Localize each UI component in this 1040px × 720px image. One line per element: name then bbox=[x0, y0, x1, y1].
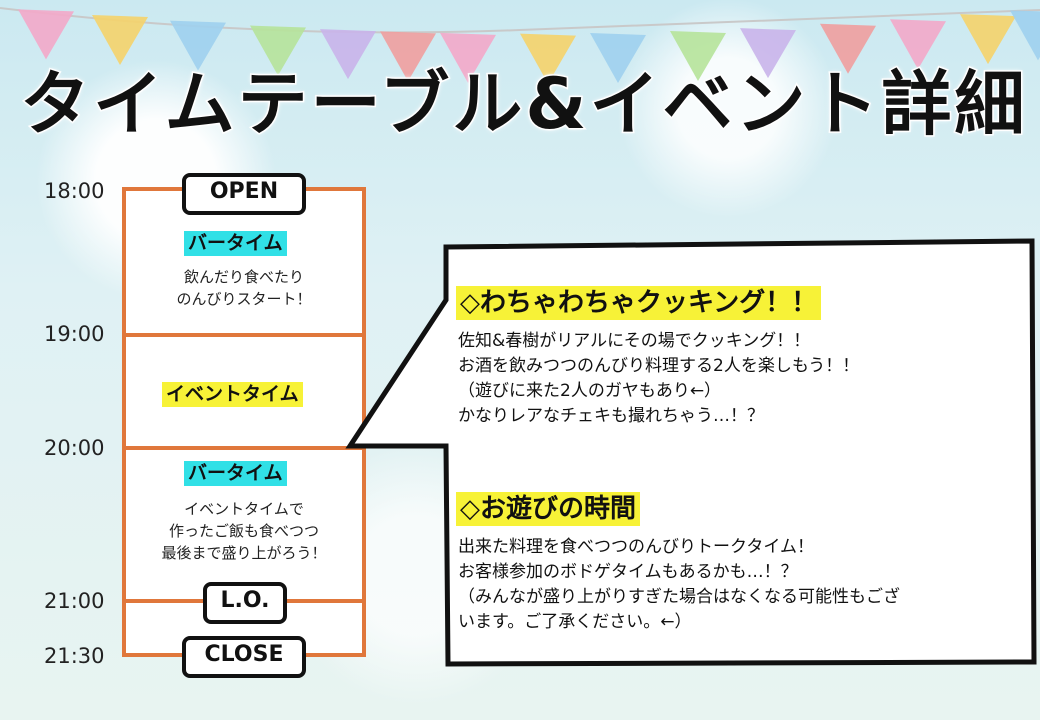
event-line: お客様参加のボドゲタイムもあるかも…！？ bbox=[458, 562, 798, 582]
bunting-flag bbox=[1010, 10, 1040, 61]
time-label-2000: 20:00 bbox=[44, 436, 105, 460]
event-line: 佐知&春樹がリアルにその場でクッキング！！ bbox=[458, 331, 811, 351]
desc-line: 飲んだり食べたり bbox=[183, 268, 304, 286]
time-label-2100: 21:00 bbox=[44, 589, 105, 613]
bunting-flag bbox=[960, 14, 1016, 65]
bar-time-label-1: バータイム bbox=[184, 231, 287, 256]
close-tag: CLOSE bbox=[182, 636, 306, 678]
bunting-flag bbox=[250, 25, 306, 76]
bunting-flag bbox=[170, 20, 226, 71]
timetable-divider-1900 bbox=[122, 333, 366, 337]
page-title: タイムテーブル&イベント詳細 bbox=[19, 62, 1028, 147]
bunting-flag bbox=[520, 33, 576, 84]
event-line: （みんなが盛り上がりすぎた場合はなくなる可能性もござ bbox=[458, 587, 900, 607]
bunting-flag bbox=[440, 32, 496, 83]
event-line: お酒を飲みつつのんびり料理する2人を楽しもう！！ bbox=[458, 356, 860, 376]
lo-tag: L.O. bbox=[203, 582, 287, 624]
event-desc-asobi: 出来た料理を食べつつのんびりトークタイム！ お客様参加のボドゲタイムもあるかも…… bbox=[458, 535, 1014, 635]
desc-line: イベントタイムで bbox=[184, 500, 304, 518]
event-line: 出来た料理を食べつつのんびりトークタイム！ bbox=[458, 537, 814, 557]
desc-line: 作ったご飯も食べつつ bbox=[168, 522, 319, 540]
bar-time-desc-2: イベントタイムで 作ったご飯も食べつつ 最後まで盛り上がろう！ bbox=[126, 498, 362, 564]
desc-line: 最後まで盛り上がろう！ bbox=[161, 544, 327, 562]
bunting-decoration bbox=[0, 7, 1040, 84]
event-time-label: イベントタイム bbox=[162, 382, 303, 407]
event-line: （遊びに来た2人のガヤもあり←） bbox=[458, 381, 722, 401]
bunting-flag bbox=[740, 28, 796, 79]
bunting-flag bbox=[380, 31, 436, 82]
event-line: かなりレアなチェキも撮れちゃう…！？ bbox=[458, 406, 764, 426]
bar-time-desc-1: 飲んだり食べたり のんびりスタート！ bbox=[126, 266, 362, 310]
time-label-1800: 18:00 bbox=[44, 179, 105, 203]
event-title-asobi: ◇お遊びの時間 bbox=[456, 492, 640, 526]
time-label-2130: 21:30 bbox=[44, 644, 105, 668]
timetable-divider-2000 bbox=[122, 446, 366, 450]
bunting-flag bbox=[320, 29, 376, 80]
desc-line: のんびりスタート！ bbox=[176, 290, 312, 308]
bunting-flag bbox=[590, 33, 646, 84]
event-desc-cooking: 佐知&春樹がリアルにその場でクッキング！！ お酒を飲みつつのんびり料理する2人を… bbox=[458, 329, 1014, 429]
bunting-flag bbox=[670, 31, 726, 82]
open-tag: OPEN bbox=[182, 173, 306, 215]
bar-time-label-2: バータイム bbox=[184, 461, 287, 486]
event-title-cooking: ◇わちゃわちゃクッキング！！ bbox=[456, 286, 822, 320]
time-label-1900: 19:00 bbox=[44, 322, 105, 346]
event-line: います。ご了承ください。←） bbox=[458, 612, 692, 632]
bunting-flag bbox=[820, 23, 876, 74]
bunting-flag bbox=[92, 15, 148, 66]
bunting-flag bbox=[890, 19, 946, 70]
bunting-flag bbox=[18, 9, 74, 60]
